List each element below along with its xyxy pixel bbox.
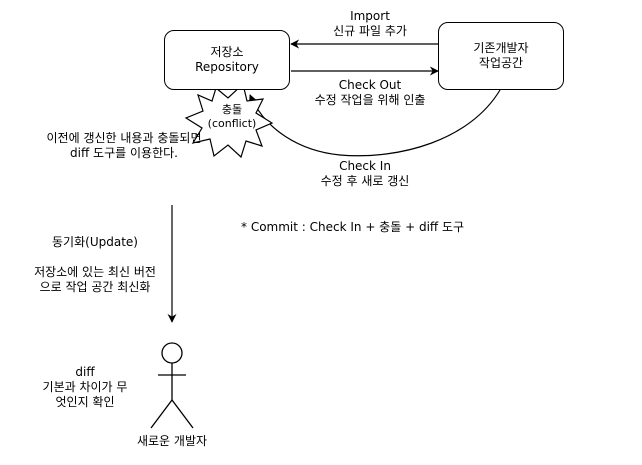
conflict-label-desc: (conflict) <box>207 117 257 130</box>
checkin-label-title: Check In <box>339 159 391 173</box>
actor-left-leg <box>150 399 173 429</box>
checkin-label: Check In 수정 후 새로 갱신 <box>300 159 430 189</box>
update-label-line3: 으로 작업 공간 최신화 <box>39 280 151 294</box>
checkout-label: Check Out 수정 작업을 위해 인출 <box>295 78 445 108</box>
actor-label-text: 새로운 개발자 <box>136 434 208 448</box>
checkin-curve <box>249 89 501 157</box>
diff-note-line3: 엇인지 확인 <box>55 395 115 409</box>
repository-box: 저장소 Repository <box>164 30 290 90</box>
conflict-label: 충돌 (conflict) <box>200 103 264 131</box>
update-label-line2: 저장소에 있는 최신 버전 <box>34 265 156 279</box>
developer-workspace-box: 기존개발자 작업공간 <box>438 22 564 90</box>
import-label-title: Import <box>350 9 390 23</box>
conflict-note: 이전에 갱신한 내용과 충돌되면 diff 도구를 이용한다. <box>24 131 224 161</box>
developer-title: 기존개발자 <box>473 41 529 55</box>
diff-note-title: diff <box>75 365 95 379</box>
conflict-label-title: 충돌 <box>221 103 243 116</box>
update-label: 동기화(Update) 저장소에 있는 최신 버전 으로 작업 공간 최신화 <box>20 235 170 295</box>
actor-right-leg <box>171 399 194 429</box>
diff-note-line2: 기본과 차이가 무 <box>42 380 128 394</box>
import-label-desc: 신규 파일 추가 <box>333 24 407 38</box>
developer-subtitle: 작업공간 <box>478 56 524 70</box>
actor-head <box>161 342 183 364</box>
checkin-label-desc: 수정 후 새로 갱신 <box>320 174 410 188</box>
conflict-note-line2: diff 도구를 이용한다. <box>70 146 178 160</box>
update-label-title: 동기화(Update) <box>52 235 138 249</box>
conflict-note-line1: 이전에 갱신한 내용과 충돌되면 <box>46 131 202 145</box>
actor-label: 새로운 개발자 <box>122 434 222 449</box>
diff-note: diff 기본과 차이가 무 엇인지 확인 <box>30 365 140 410</box>
repository-title: 저장소 <box>210 45 244 59</box>
checkout-label-title: Check Out <box>338 78 402 92</box>
commit-note-text: * Commit : Check In + 충돌 + diff 도구 <box>241 220 465 234</box>
checkout-label-desc: 수정 작업을 위해 인출 <box>314 93 426 107</box>
repository-subtitle: Repository <box>195 60 259 74</box>
import-label: Import 신규 파일 추가 <box>300 9 440 39</box>
commit-note: * Commit : Check In + 충돌 + diff 도구 <box>241 220 464 235</box>
new-developer-actor <box>150 342 194 429</box>
conflict-burst <box>184 82 274 159</box>
